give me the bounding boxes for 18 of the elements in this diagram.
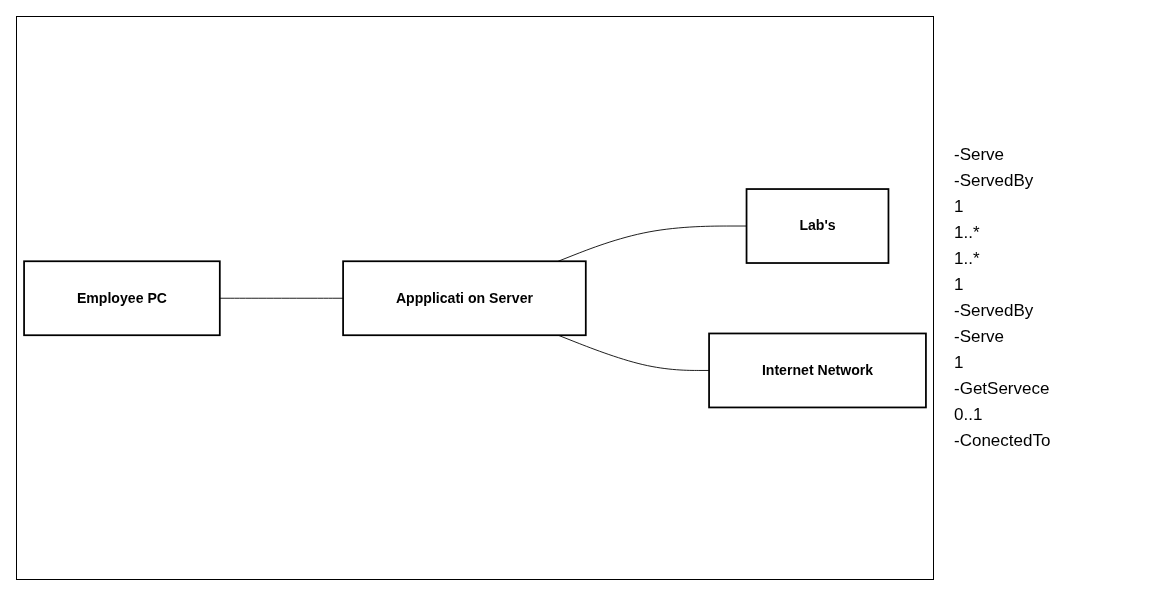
node-box: Internet Network xyxy=(708,332,927,409)
connector xyxy=(219,297,344,299)
multiplicity-label: 1 xyxy=(954,353,965,373)
role-name: -GetServece xyxy=(954,379,1051,399)
node-box: Employee PC xyxy=(23,260,221,336)
multiplicity-label: 1 xyxy=(954,275,965,295)
node-box: Appplicati on Server xyxy=(342,260,587,336)
multiplicity-label: 1..* xyxy=(954,223,981,243)
role-name: -Serve xyxy=(954,327,1006,347)
multiplicity-label: 1..* xyxy=(954,249,981,269)
role-name: -ServedBy xyxy=(954,171,1035,191)
role-name: -Serve xyxy=(954,145,1006,165)
multiplicity-label: 0..1 xyxy=(954,405,984,425)
role-name: -ConectedTo xyxy=(954,431,1052,451)
multiplicity-label: 1 xyxy=(954,197,965,217)
connector xyxy=(557,334,710,371)
node-box: Lab's xyxy=(745,187,890,264)
role-name: -ServedBy xyxy=(954,301,1035,321)
